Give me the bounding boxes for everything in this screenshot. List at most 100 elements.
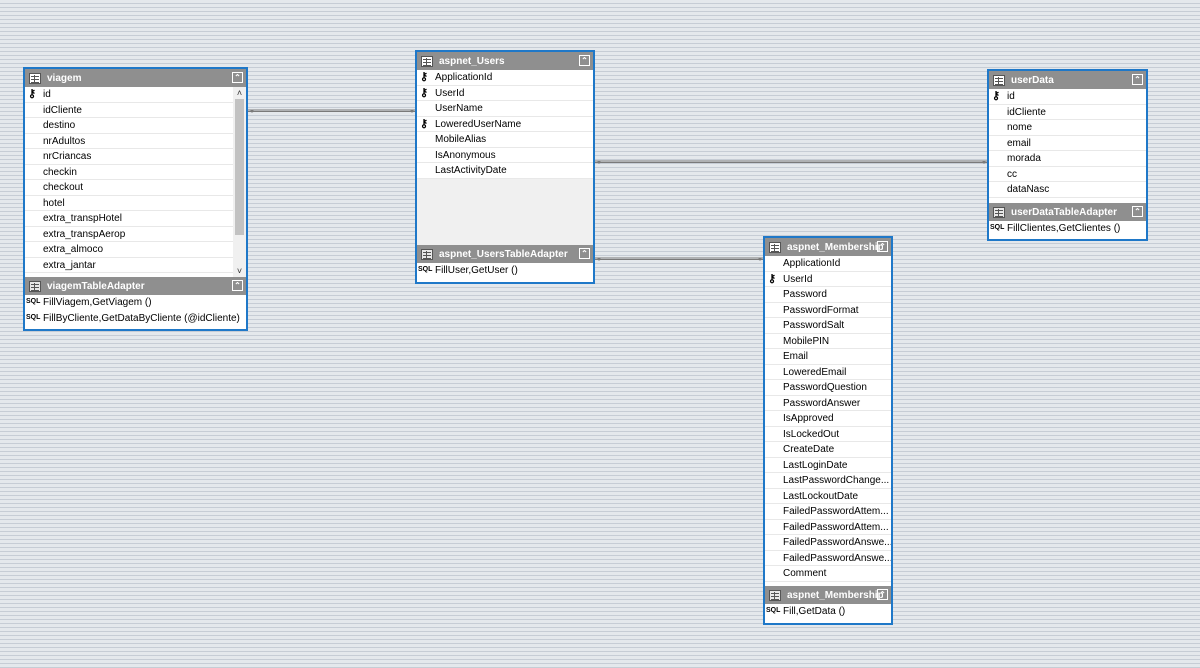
column-row[interactable]: checkout [25, 180, 233, 196]
column-row[interactable]: idCliente [25, 103, 233, 118]
column-row[interactable]: LastLockoutDate [765, 489, 891, 504]
column-row[interactable]: nrCriancas [25, 149, 233, 165]
adapter-header[interactable]: aspnet_UsersTableAdapter ⌃ [417, 245, 593, 263]
collapse-chevrons-icon[interactable]: ⌃ [232, 280, 243, 291]
collapse-chevrons-icon[interactable]: ⌃ [1132, 74, 1143, 85]
scroll-thumb[interactable] [235, 99, 244, 235]
column-row[interactable]: FailedPasswordAnswe... [765, 535, 891, 551]
collapse-chevrons-icon[interactable]: ⌃ [579, 248, 590, 259]
scroll-up-icon[interactable]: ˄ [236, 88, 243, 98]
column-row[interactable]: PasswordSalt [765, 318, 891, 334]
column-row[interactable]: email [989, 136, 1146, 151]
column-row[interactable]: FailedPasswordAttem... [765, 504, 891, 520]
column-row[interactable]: idCliente [989, 105, 1146, 120]
collapse-chevrons-icon[interactable]: ⌃ [877, 241, 888, 252]
table-aspnet-membership[interactable]: aspnet_Membership ⌃ ApplicationId⚷UserId… [763, 236, 893, 625]
column-row[interactable]: MobileAlias [417, 132, 593, 148]
column-row[interactable]: ApplicationId [765, 256, 891, 272]
query-name: FillClientes,GetClientes () [1007, 223, 1121, 234]
column-name: nrAdultos [43, 135, 86, 147]
column-row[interactable]: nome [989, 120, 1146, 136]
column-row[interactable]: MobilePIN [765, 334, 891, 349]
column-row[interactable]: hotel [25, 196, 233, 211]
column-name: FailedPasswordAnswe... [783, 552, 891, 564]
column-row[interactable]: destino [25, 118, 233, 134]
relation-end-dot [250, 109, 254, 113]
column-row[interactable]: LastPasswordChange... [765, 473, 891, 489]
table-header[interactable]: userData ⌃ [989, 71, 1146, 89]
column-row[interactable]: LastLoginDate [765, 458, 891, 473]
column-row[interactable]: PasswordQuestion [765, 380, 891, 396]
adapter-header[interactable]: userDataTableAdapter ⌃ [989, 203, 1146, 221]
sql-query-icon: SQL [990, 224, 1005, 231]
column-name: id [43, 89, 51, 100]
column-name: morada [1007, 153, 1041, 164]
adapter-title: viagemTableAdapter [47, 280, 145, 292]
adapter-header[interactable]: aspnet_Membership ⌃ [765, 586, 891, 604]
column-name: cc [1007, 168, 1017, 180]
column-row[interactable]: ⚷ApplicationId [417, 70, 593, 86]
column-row[interactable]: Comment [765, 566, 891, 582]
column-row[interactable]: IsLockedOut [765, 427, 891, 442]
table-icon [769, 241, 781, 253]
column-row[interactable]: cc [989, 167, 1146, 182]
adapter-header[interactable]: viagemTableAdapter ⌃ [25, 277, 246, 295]
column-name: LastActivityDate [435, 165, 507, 176]
collapse-chevrons-icon[interactable]: ⌃ [232, 72, 243, 83]
column-row[interactable]: extra_almoco [25, 242, 233, 258]
collapse-chevrons-icon[interactable]: ⌃ [877, 589, 888, 600]
column-row[interactable]: ⚷id [25, 87, 233, 103]
column-row[interactable]: ⚷UserId [765, 272, 891, 287]
relation-end-dot [758, 257, 762, 261]
column-row[interactable]: ⚷id [989, 89, 1146, 105]
collapse-chevrons-icon[interactable]: ⌃ [1132, 206, 1143, 217]
column-row[interactable]: FailedPasswordAttem... [765, 520, 891, 535]
column-row[interactable]: FailedPasswordAnswe... [765, 551, 891, 566]
column-row[interactable]: ⚷LoweredUserName [417, 116, 593, 132]
table-header[interactable]: aspnet_Users ⌃ [417, 52, 593, 70]
column-row[interactable]: IsAnonymous [417, 147, 593, 163]
column-row[interactable]: PasswordAnswer [765, 396, 891, 411]
scroll-down-icon[interactable]: ˅ [236, 266, 243, 276]
column-row[interactable]: IsApproved [765, 411, 891, 427]
column-row[interactable]: nrAdultos [25, 134, 233, 149]
column-name: LoweredEmail [783, 366, 847, 378]
collapse-chevrons-icon[interactable]: ⌃ [579, 55, 590, 66]
column-row[interactable]: checkin [25, 165, 233, 180]
column-name: MobilePIN [783, 335, 830, 347]
column-row[interactable]: LoweredEmail [765, 365, 891, 380]
column-row[interactable]: extra_transpAerop [25, 227, 233, 242]
table-header[interactable]: aspnet_Membership ⌃ [765, 238, 891, 256]
scrollbar[interactable]: ˄ ˅ [233, 87, 246, 277]
column-name: checkin [43, 166, 77, 178]
column-row[interactable]: CreateDate [765, 442, 891, 458]
table-icon [421, 55, 433, 67]
column-row[interactable]: extra_transpHotel [25, 211, 233, 227]
column-row[interactable]: Email [765, 349, 891, 365]
column-name: LastPasswordChange... [783, 475, 890, 486]
column-row[interactable]: UserName [417, 101, 593, 117]
query-name: FillByCliente,GetDataByCliente (@idClien… [43, 312, 240, 324]
column-row[interactable]: PasswordFormat [765, 303, 891, 318]
column-row[interactable]: dataNasc [989, 182, 1146, 198]
column-name: LastLoginDate [783, 459, 848, 471]
column-row[interactable]: Password [765, 287, 891, 303]
column-row[interactable]: ⚷UserId [417, 85, 593, 101]
column-row[interactable]: morada [989, 151, 1146, 167]
column-row[interactable]: LastActivityDate [417, 163, 593, 179]
table-header[interactable]: viagem ⌃ [25, 69, 246, 87]
relation-end-dot [982, 160, 986, 164]
column-row[interactable]: extra_jantar [25, 258, 233, 273]
